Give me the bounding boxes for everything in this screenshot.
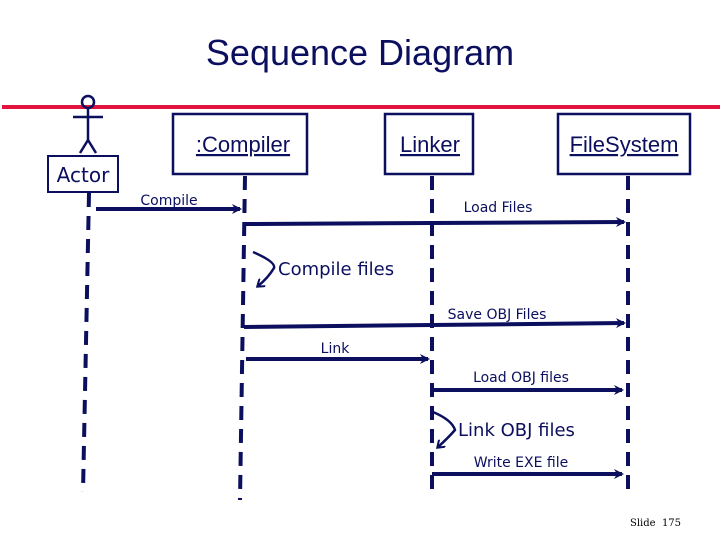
message-label-compile: Compile bbox=[140, 193, 197, 209]
message-label-link: Link bbox=[321, 341, 351, 357]
lifeline-label-linker: Linker bbox=[400, 132, 460, 157]
message-arrow-save-obj-files bbox=[243, 318, 626, 329]
actor-stick-figure-icon bbox=[73, 94, 103, 154]
message-label-save-obj-files: Save OBJ Files bbox=[448, 307, 547, 323]
message-label-compile-files: Compile files bbox=[278, 259, 394, 280]
lifeline-compiler bbox=[238, 175, 247, 501]
diagram-title: Sequence Diagram bbox=[205, 32, 515, 73]
message-label-link-obj-files: Link OBJ files bbox=[458, 420, 575, 441]
self-message-arrow-compile-files bbox=[252, 250, 276, 286]
lifeline-label-compiler: :Compiler bbox=[196, 132, 290, 157]
lifeline-box-linker[interactable]: Linker bbox=[383, 112, 475, 176]
actor-label: Actor bbox=[57, 163, 110, 187]
lifeline-box-compiler[interactable]: :Compiler bbox=[171, 112, 309, 176]
self-message-arrow-link-obj-files bbox=[432, 410, 457, 447]
slide-number: 175 bbox=[661, 518, 682, 529]
message-arrow-load-files bbox=[245, 217, 626, 228]
message-label-write-exe-file: Write EXE file bbox=[474, 455, 568, 471]
actor-box[interactable]: Actor bbox=[47, 155, 119, 193]
lifeline-actor bbox=[81, 192, 91, 493]
lifeline-box-filesystem[interactable]: FileSystem bbox=[556, 112, 692, 176]
slide-label: Slide bbox=[630, 518, 656, 529]
slide-footer: Slide 175 bbox=[630, 518, 681, 529]
message-label-load-files: Load Files bbox=[464, 200, 533, 216]
message-label-load-obj-files: Load OBJ files bbox=[473, 370, 569, 386]
lifeline-label-filesystem: FileSystem bbox=[570, 132, 679, 157]
